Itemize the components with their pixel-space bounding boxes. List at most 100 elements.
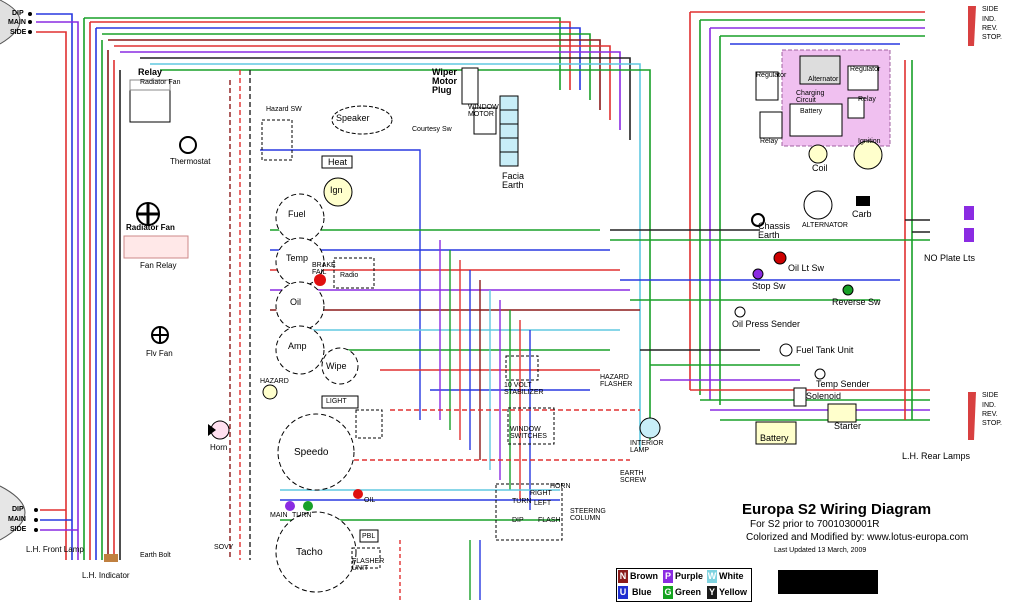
turn-switch-label: TURN [512, 498, 532, 505]
legend-chip-g: G [663, 586, 673, 599]
relay-sub-label: Radiator Fan [140, 79, 181, 86]
coil-icon [808, 144, 828, 164]
oil-press-sender-icon [734, 306, 746, 318]
solenoid-label: Solenoid [806, 391, 842, 401]
oil-lt-sw-icon [773, 251, 787, 265]
stabilizer-label: 10 VOLT STABILIZER [504, 382, 544, 396]
fan-relay-label: Fan Relay [140, 261, 177, 270]
reverse-sw-icon [842, 284, 854, 296]
hazard-sw-label: Hazard SW [266, 106, 302, 113]
main-light-label: MAIN [270, 512, 288, 519]
ign-switch [323, 177, 353, 207]
right-label: RIGHT [530, 490, 552, 497]
no-plate-lamp-top [964, 206, 974, 220]
speedo-label: Speedo [294, 447, 329, 458]
window-motor-box [473, 107, 497, 135]
lh-indicator-label: L.H. Indicator [82, 571, 130, 580]
legend-chip-u: U [618, 586, 628, 599]
flasher-unit [351, 547, 381, 569]
speaker-label: Speaker [336, 113, 370, 123]
alternator-label: ALTERNATOR [802, 222, 848, 229]
pbl-label: PBL [362, 533, 376, 540]
left-harness [36, 13, 121, 560]
light-box [321, 395, 359, 409]
ignition-inner [853, 140, 883, 170]
fuel-label: Fuel [288, 209, 306, 219]
sovy-label: SOVY [214, 544, 234, 551]
hazard-label: HAZARD [260, 378, 289, 385]
solenoid-icon [793, 387, 807, 407]
speaker-icon [331, 105, 393, 135]
carb-label: Carb [852, 209, 872, 219]
temp-label: Temp [286, 253, 309, 263]
horn-label: Horn [210, 443, 228, 452]
reverse-sw-label: Reverse Sw [832, 297, 881, 307]
right-harness [689, 11, 930, 421]
rear-lamp-top [968, 6, 976, 46]
radio-box [333, 257, 375, 289]
window-motor-label: WINDOW MOTOR [468, 104, 499, 118]
tacho-label: Tacho [296, 547, 323, 558]
flasher-unit-label: FLASHER UNIT [352, 558, 385, 572]
relay-inner-label: Relay [858, 96, 876, 103]
amp-label: Amp [288, 341, 307, 351]
oil-label: Oil [290, 297, 301, 307]
diagram-title: Europa S2 Wiring Diagram [742, 501, 932, 518]
rear-side-label-2: SIDE [982, 392, 999, 399]
light-label: LIGHT [326, 398, 347, 405]
wiper-motor-plug-label: Wiper Motor Plug [432, 67, 457, 95]
stabilizer-box [505, 355, 539, 381]
alternator-icon [803, 190, 833, 220]
turn-light [303, 501, 313, 511]
facia-earth-label: Facia Earth [502, 171, 525, 190]
fuel-tank-unit-icon [779, 343, 793, 357]
legend-green: Green [675, 587, 702, 597]
oil-light [353, 489, 363, 499]
radio-label: Radio [340, 272, 359, 279]
coil-label: Coil [812, 163, 828, 173]
fuse-block [499, 95, 519, 167]
front-lamp-main-label: MAIN [8, 19, 26, 26]
charging-circuit-label: Charging Circuit [796, 90, 825, 104]
relay-label: Relay [138, 67, 163, 77]
battery-icon [755, 421, 797, 445]
radiator-fan-label: Radiator Fan [126, 223, 175, 232]
steering-column-label: STEERING COLUMN [570, 508, 606, 522]
interior-lamp-label: INTERIOR LAMP [630, 440, 664, 454]
alternator-box-label: Alternator [808, 76, 839, 83]
courtesy-sw-label: Courtesy Sw [412, 126, 452, 133]
flv-fan-label: Flv Fan [146, 349, 173, 358]
oil-press-sender-label: Oil Press Sender [732, 319, 801, 329]
fan-relay-box [123, 235, 189, 259]
starter-icon [827, 403, 857, 423]
legend-chip-p: P [663, 570, 673, 583]
rear-stop-label: STOP. [982, 34, 1002, 41]
regulator-inner [847, 65, 879, 91]
hazard-light [262, 384, 278, 400]
legend-purple: Purple [675, 571, 704, 581]
oil-warning-label: OIL [364, 497, 376, 504]
front-lamp-side-label-2: SIDE [10, 526, 27, 533]
rear-lamp-bottom [968, 392, 976, 440]
battery-inner [789, 103, 843, 137]
rear-side-label: SIDE [982, 6, 999, 13]
hazard-switch-box [261, 119, 293, 161]
stop-sw-label: Stop Sw [752, 281, 786, 291]
rear-lamps-name: L.H. Rear Lamps [902, 451, 971, 461]
legend-blue: Blue [632, 587, 652, 597]
steering-column-box [495, 483, 563, 541]
stop-sw-icon [752, 268, 764, 280]
alternator-inner [799, 55, 841, 85]
rear-rev-label: REV. [982, 25, 998, 32]
rear-ind-label: IND. [982, 16, 996, 23]
diagram-updated: Last Updated 13 March, 2009 [774, 547, 867, 554]
wiper-motor-plug [461, 67, 479, 105]
interior-lamp [639, 417, 661, 439]
earth-screw-label: EARTH SCREW [620, 470, 647, 484]
battery-label: Battery [760, 433, 789, 443]
wire-color-legend: N Brown P Purple W White U Blue G Green … [616, 568, 752, 602]
thermostat-label: Thermostat [170, 157, 211, 166]
turn-light-label: TURN [292, 512, 312, 519]
starter-label: Starter [834, 421, 862, 431]
